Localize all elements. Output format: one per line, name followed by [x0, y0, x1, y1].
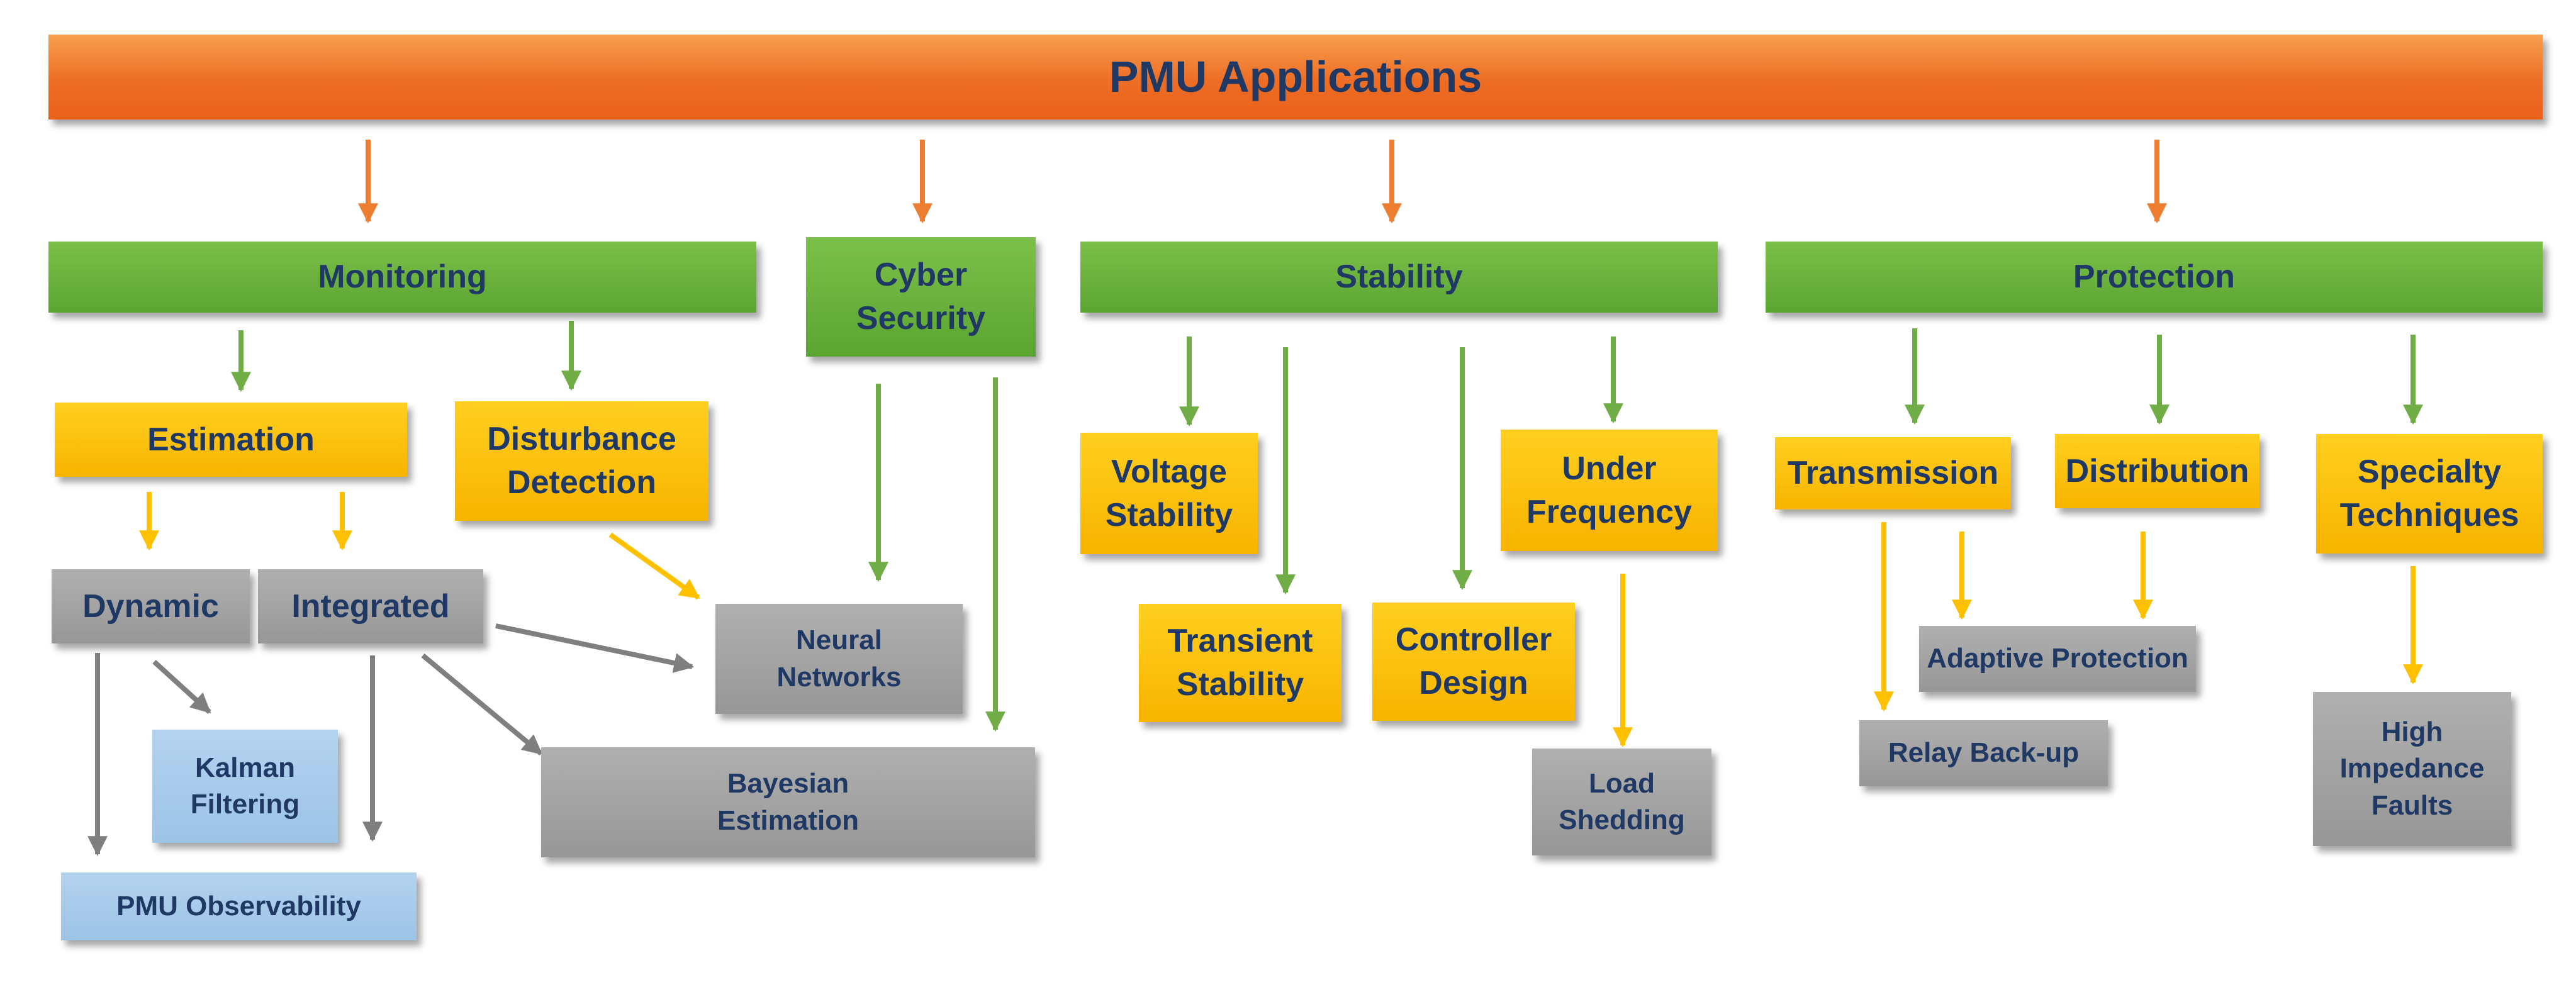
node-controller-design: Controller Design	[1372, 603, 1575, 721]
arrow-integrated-bayesian	[421, 653, 543, 756]
node-pmu-applications: PMU Applications	[48, 35, 2543, 120]
node-high-impedance-faults: High Impedance Faults	[2313, 692, 2511, 846]
node-transient-stability: Transient Stability	[1139, 604, 1341, 722]
category-stability: Stability	[1080, 242, 1718, 313]
arrow-dynamic-kalman	[152, 660, 211, 714]
node-integrated: Integrated	[258, 569, 483, 643]
node-transmission: Transmission	[1775, 437, 2011, 509]
node-under-frequency: Under Frequency	[1501, 430, 1718, 551]
node-distribution: Distribution	[2055, 434, 2260, 508]
node-adaptive-protection: Adaptive Protection	[1919, 626, 2196, 692]
arrow-integrated-neural	[495, 623, 695, 673]
category-cyber-security: Cyber Security	[806, 237, 1036, 357]
category-protection: Protection	[1766, 242, 2543, 313]
node-voltage-stability: Voltage Stability	[1080, 433, 1258, 554]
node-disturbance-detection: Disturbance Detection	[455, 401, 708, 521]
node-estimation: Estimation	[55, 403, 407, 477]
node-pmu-observability: PMU Observability	[61, 872, 417, 940]
node-bayesian-estimation: Bayesian Estimation	[541, 747, 1035, 857]
node-dynamic: Dynamic	[52, 569, 250, 643]
node-kalman-filtering: Kalman Filtering	[152, 730, 338, 843]
category-monitoring: Monitoring	[48, 242, 756, 313]
arrow-disturbance-neural	[608, 532, 700, 600]
node-specialty-techniques: Specialty Techniques	[2316, 434, 2543, 554]
node-load-shedding: Load Shedding	[1532, 749, 1711, 855]
node-neural-networks: Neural Networks	[715, 604, 963, 714]
node-relay-backup: Relay Back-up	[1859, 720, 2108, 786]
